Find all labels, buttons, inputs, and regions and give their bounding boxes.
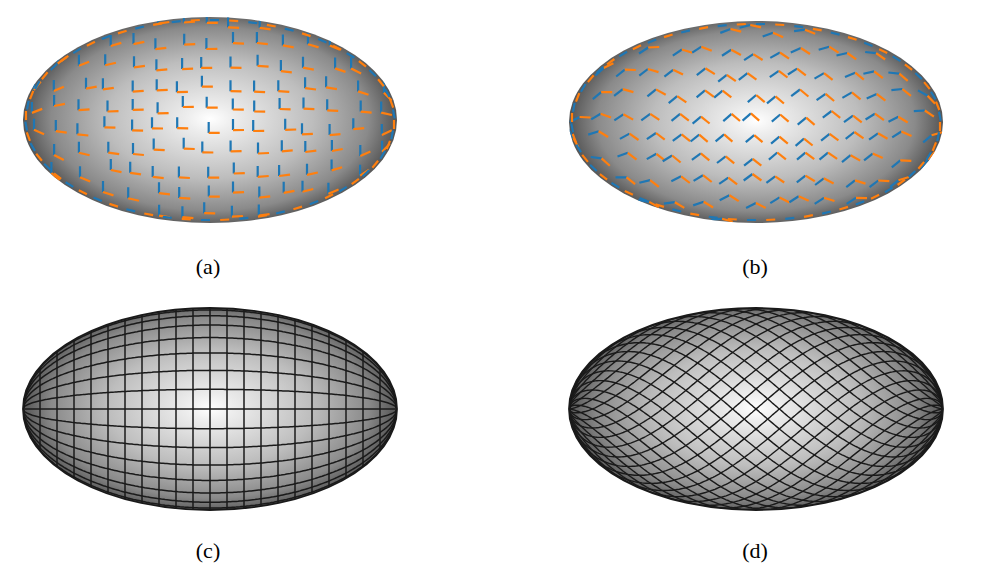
subfigure-label: (b) — [742, 254, 768, 280]
subfigure-label: (c) — [196, 538, 220, 564]
ellipsoid — [569, 308, 943, 510]
ellipsoid — [569, 21, 943, 223]
ellipsoid — [23, 308, 397, 510]
subfigure-label: (a) — [196, 254, 220, 280]
subfigure-label: (d) — [742, 538, 768, 564]
ellipsoid — [23, 17, 397, 223]
